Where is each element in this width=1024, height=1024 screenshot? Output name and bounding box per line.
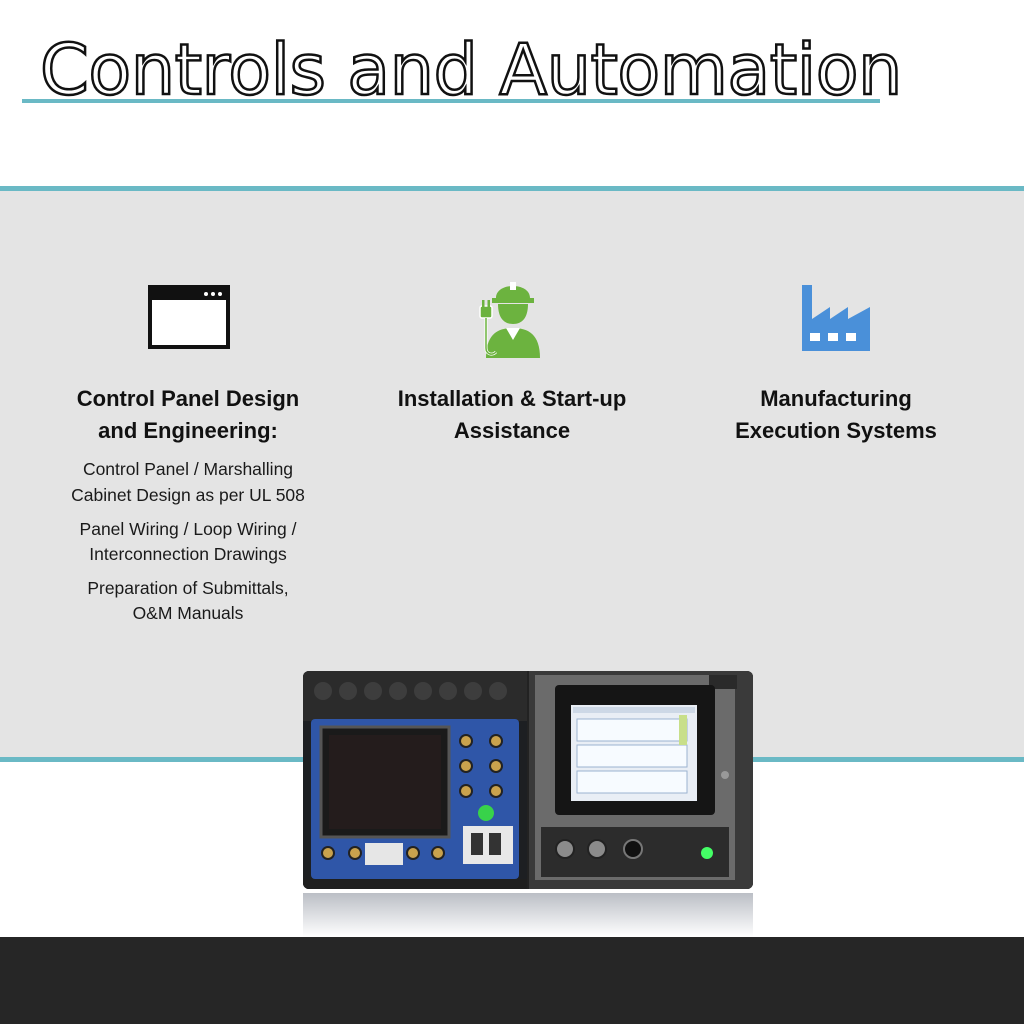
heading-line-2: and Engineering:: [98, 418, 278, 443]
heading-line-2: Assistance: [453, 418, 571, 443]
heading-line-1: Control Panel Design: [76, 386, 300, 411]
title-underline: [22, 99, 880, 103]
column-installation: Installation & Start-up Assistance: [372, 0, 652, 1024]
factory-icon: [800, 283, 872, 358]
photo-reflection: [303, 893, 753, 937]
list-item: Preparation of Submittals,: [87, 578, 289, 598]
list-item: Interconnection Drawings: [89, 544, 287, 564]
heading-line-1: Manufacturing: [760, 386, 912, 411]
list-item: O&M Manuals: [132, 603, 244, 623]
list-item: Cabinet Design as per UL 508: [71, 485, 305, 505]
footer-bar: [0, 937, 1024, 1024]
slide-title: Controls and Automation: [39, 29, 904, 112]
list-item: Panel Wiring / Loop Wiring /: [79, 519, 297, 539]
heading-line-2: Execution Systems: [735, 418, 937, 443]
electrician-worker-icon: [478, 272, 548, 365]
column-manufacturing: Manufacturing Execution Systems: [696, 0, 976, 1024]
list-item: Control Panel / Marshalling: [82, 459, 294, 479]
wall-mounted-hmi-panel: [529, 671, 753, 889]
portable-panel-case: [303, 671, 527, 889]
control-panel-photo: [303, 671, 753, 889]
column-control-panel-design: Control Panel Design and Engineering: Co…: [48, 0, 328, 1024]
browser-window-icon: [148, 285, 230, 354]
heading-line-1: Installation & Start-up: [397, 386, 627, 411]
